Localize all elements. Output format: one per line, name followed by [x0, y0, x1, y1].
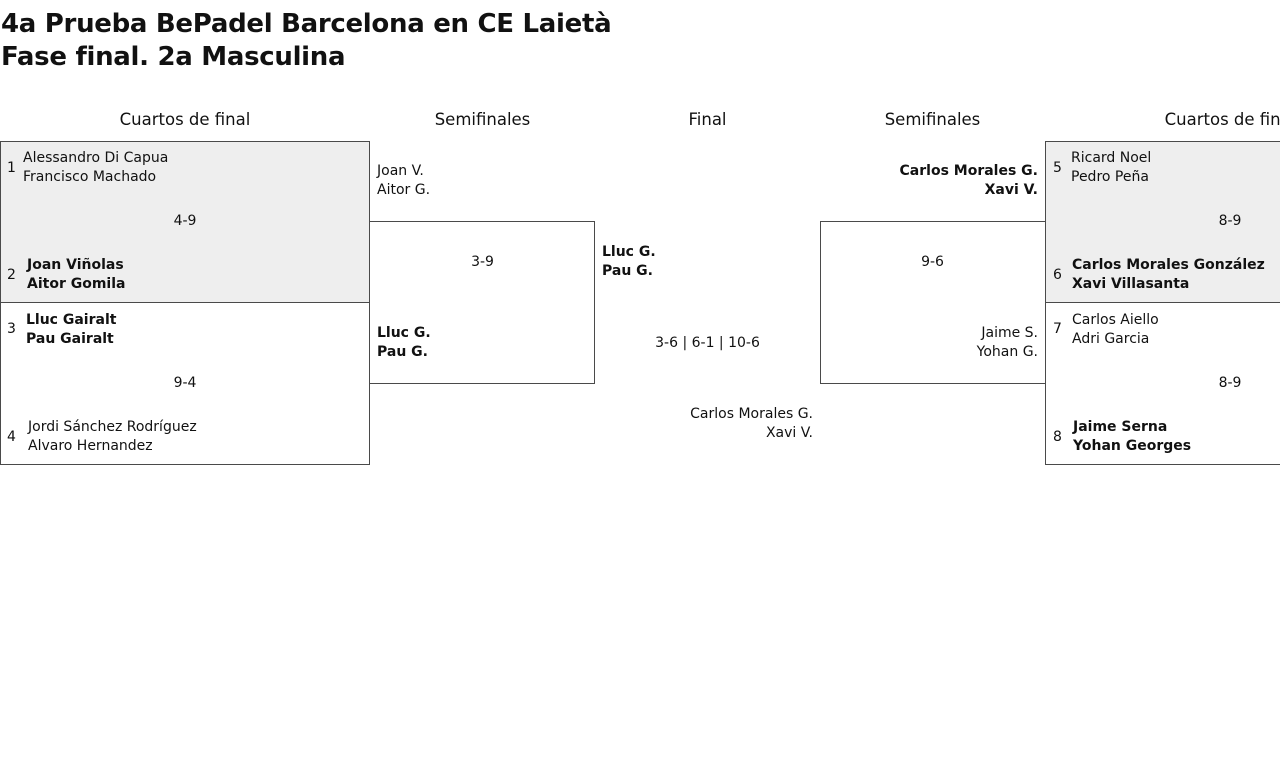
round-header-qf-left: Cuartos de final	[119, 110, 251, 129]
round-header-qf-right: Cuartos de final	[1164, 110, 1280, 129]
final-score: 3-6 | 6-1 | 10-6	[655, 335, 760, 351]
player-name-winner: Pau G.	[377, 344, 428, 360]
seed-number: 4	[7, 429, 16, 445]
page-title: 4a Prueba BePadel Barcelona en CE Laietà	[1, 9, 612, 39]
match-score: 9-6	[921, 254, 944, 270]
player-name-winner: Lluc G.	[602, 244, 656, 260]
player-name-winner: Joan Viñolas	[27, 257, 124, 273]
round-header-sf-right: Semifinales	[884, 110, 981, 129]
player-name: Adri Garcia	[1072, 331, 1150, 347]
seed-number: 7	[1053, 321, 1062, 337]
round-header-sf-left: Semifinales	[434, 110, 531, 129]
player-name-winner: Pau Gairalt	[26, 331, 114, 347]
player-name-winner: Jaime Serna	[1073, 419, 1168, 435]
player-name: Ricard Noel	[1071, 150, 1152, 166]
player-name: Joan V.	[377, 163, 424, 179]
match-box-qf-right-2	[1045, 302, 1280, 465]
match-score: 8-9	[1218, 213, 1242, 229]
player-name-winner: Aitor Gomila	[27, 276, 126, 292]
seed-number: 8	[1053, 429, 1062, 445]
player-name: Pedro Peña	[1071, 169, 1149, 185]
seed-number: 2	[7, 267, 16, 283]
player-name: Xavi V.	[765, 425, 813, 441]
player-name-winner: Pau G.	[602, 263, 653, 279]
round-header-final: Final	[688, 110, 727, 129]
player-name-winner: Xavi V.	[984, 182, 1038, 198]
match-box-sf-left	[369, 221, 595, 384]
player-name: Jaime S.	[981, 325, 1038, 341]
winner-highlight	[1046, 142, 1280, 302]
player-name-winner: Yohan Georges	[1073, 438, 1192, 454]
match-score: 9-4	[173, 375, 197, 391]
player-name-winner: Xavi Villasanta	[1072, 276, 1190, 292]
player-name-winner: Carlos Morales G.	[899, 163, 1038, 179]
player-name-winner: Carlos Morales González	[1072, 257, 1265, 273]
seed-number: 5	[1053, 160, 1062, 176]
page-subtitle: Fase final. 2a Masculina	[1, 42, 346, 72]
player-name-winner: Lluc Gairalt	[26, 312, 117, 328]
seed-number: 6	[1053, 267, 1062, 283]
player-name: Alvaro Hernandez	[28, 438, 153, 454]
player-name: Yohan G.	[976, 344, 1038, 360]
player-name: Jordi Sánchez Rodríguez	[28, 419, 197, 435]
match-score: 4-9	[173, 213, 197, 229]
seed-number: 1	[7, 160, 16, 176]
player-name: Francisco Machado	[23, 169, 157, 185]
player-name: Aitor G.	[377, 182, 431, 198]
player-name: Carlos Morales G.	[690, 406, 813, 422]
match-score: 3-9	[471, 254, 494, 270]
match-box-qf-left-1	[0, 141, 370, 303]
seed-number: 3	[7, 321, 16, 337]
player-name: Carlos Aiello	[1072, 312, 1159, 328]
player-name: Alessandro Di Capua	[23, 150, 169, 166]
match-score: 8-9	[1218, 375, 1242, 391]
player-name-winner: Lluc G.	[377, 325, 431, 341]
